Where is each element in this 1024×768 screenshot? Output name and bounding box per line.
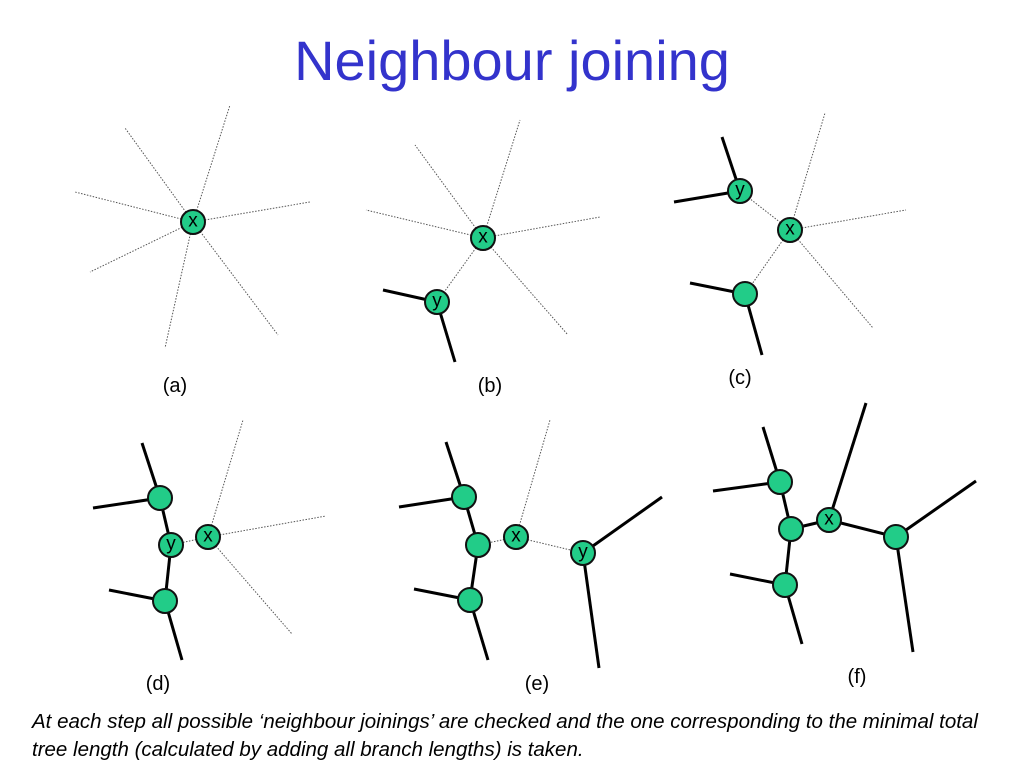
faint-branch (482, 119, 521, 239)
node (147, 485, 173, 511)
node-label-x: x (511, 526, 521, 547)
node-label-y: y (735, 180, 745, 201)
faint-branch (207, 536, 293, 635)
panel-label-c: (c) (728, 367, 751, 389)
node-x (195, 524, 221, 550)
slide-title: Neighbour joining (294, 29, 730, 92)
faint-branch (482, 216, 601, 239)
node-x (503, 524, 529, 550)
node (778, 516, 804, 542)
node-label-x: x (785, 219, 795, 240)
node-x (470, 225, 496, 251)
panel-label-f: (f) (848, 666, 867, 688)
faint-branch (789, 112, 826, 231)
faint-branch (74, 191, 194, 223)
panel-f: x (f) (712, 402, 977, 688)
panel-label-a: (a) (163, 375, 187, 397)
slide-caption: At each step all possible ‘neighbour joi… (32, 710, 978, 761)
panel-e: x y (e) (398, 419, 663, 695)
node-x (180, 209, 206, 235)
bold-branch (582, 495, 663, 555)
faint-branch (414, 144, 484, 239)
node-y (158, 532, 184, 558)
panel-label-e: (e) (525, 673, 549, 695)
node (152, 588, 178, 614)
faint-branch (482, 237, 569, 336)
node-label-x: x (188, 211, 198, 232)
node (732, 281, 758, 307)
node (772, 572, 798, 598)
bold-branch (827, 402, 868, 521)
faint-branch (192, 201, 311, 223)
node-label-x: x (824, 509, 834, 530)
node (465, 532, 491, 558)
faint-branch (744, 229, 791, 295)
faint-branch (515, 419, 551, 538)
faint-branch (436, 237, 484, 303)
faint-branch (124, 127, 194, 223)
faint-branch (207, 419, 244, 538)
node-x (816, 507, 842, 533)
node-y (727, 178, 753, 204)
panel-b: x y (b) (365, 119, 601, 397)
node (767, 469, 793, 495)
panel-a: x (a) (74, 104, 311, 397)
bold-branch (581, 552, 601, 669)
faint-branch (365, 209, 484, 239)
node-y (570, 540, 596, 566)
node-label-y: y (432, 291, 442, 312)
node-y (424, 289, 450, 315)
node (883, 524, 909, 550)
node (451, 484, 477, 510)
panel-d: y x (d) (92, 419, 327, 695)
node-label-x: x (478, 227, 488, 248)
bold-branch (894, 536, 915, 653)
faint-branch (89, 221, 194, 273)
faint-branch (192, 221, 279, 336)
node-x (777, 217, 803, 243)
faint-branch (789, 209, 907, 231)
panel-label-b: (b) (478, 375, 502, 397)
node-label-y: y (578, 542, 588, 563)
faint-branch (207, 515, 327, 538)
panel-label-d: (d) (146, 673, 170, 695)
faint-branch (164, 221, 194, 349)
panel-c: y x (c) (673, 112, 907, 389)
faint-branch (789, 229, 874, 329)
node (457, 587, 483, 613)
node-label-x: x (203, 526, 213, 547)
node-label-y: y (166, 534, 176, 555)
bold-branch (895, 479, 977, 539)
faint-branch (192, 104, 231, 223)
